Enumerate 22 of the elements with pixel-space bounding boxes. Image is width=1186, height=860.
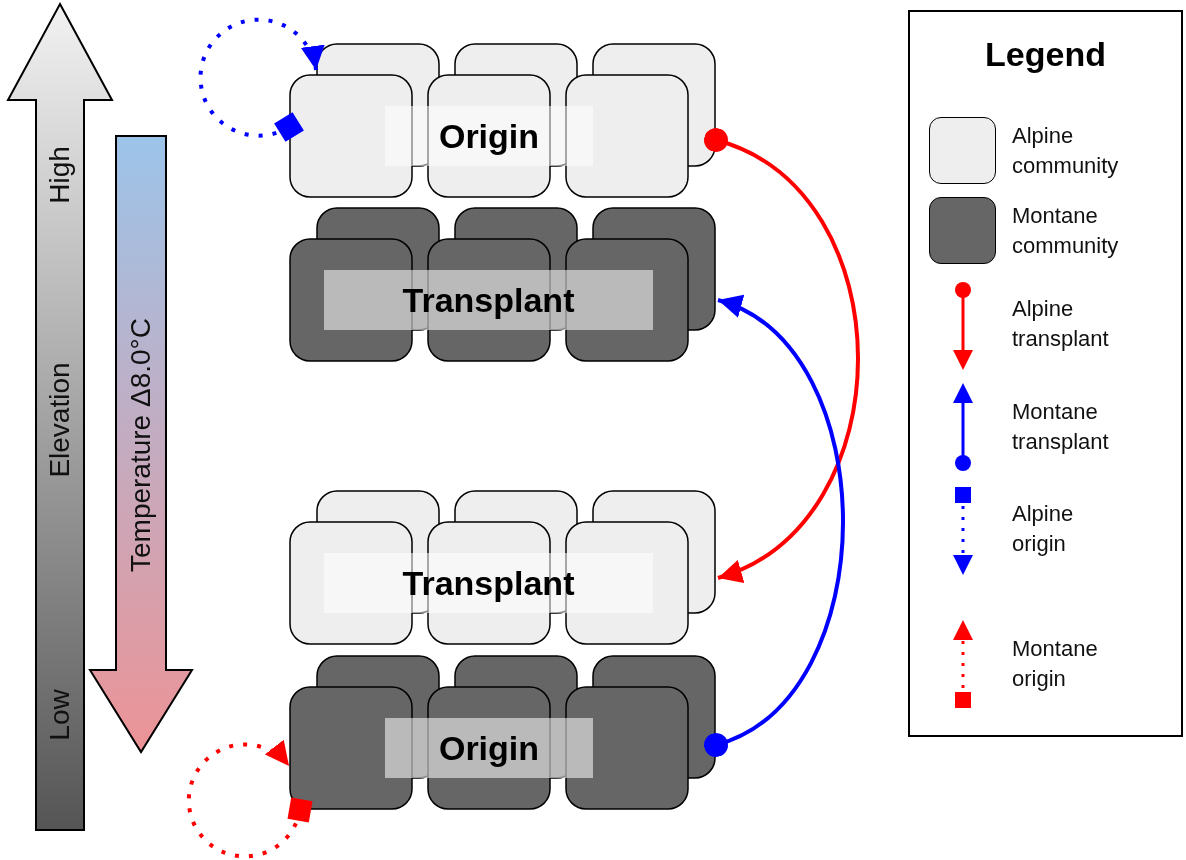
elevation-label: Low	[44, 689, 76, 741]
temperature-label: Temperature Δ8.0°C	[125, 318, 157, 572]
plant-community-cluster	[289, 207, 716, 362]
node-label: Transplant	[324, 553, 653, 613]
legend-title: Legend	[984, 35, 1107, 74]
legend-label: Montane community	[1012, 202, 1120, 260]
elevation-label: Elevation	[44, 362, 76, 478]
node-label: Origin	[385, 106, 593, 166]
arrow	[704, 128, 860, 580]
node-label: Transplant	[324, 270, 653, 330]
legend-label: Montane transplant	[1012, 398, 1110, 456]
plant-community-cluster	[289, 43, 716, 198]
legend-label: Montane origin	[1012, 635, 1099, 693]
arrow	[198, 17, 324, 142]
node-label: Origin	[385, 718, 593, 778]
elevation-label: High	[44, 146, 76, 204]
legend-label: Alpine origin	[1012, 500, 1075, 558]
legend-label: Alpine community	[1012, 122, 1120, 180]
plant-community-cluster	[289, 490, 716, 645]
plant-community-cluster	[289, 655, 716, 810]
legend-label: Alpine transplant	[1012, 295, 1110, 353]
arrow	[186, 740, 314, 859]
